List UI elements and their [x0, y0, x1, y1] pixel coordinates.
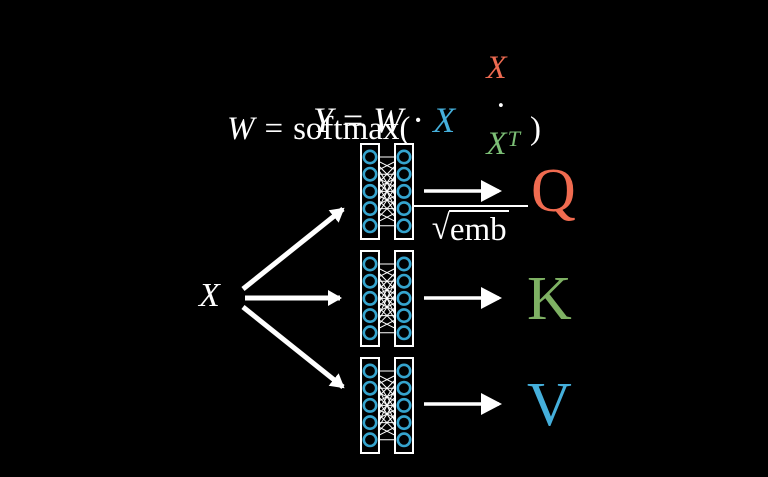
- input-fanout-arrows: [241, 207, 345, 389]
- equals-sign: =: [342, 100, 364, 140]
- formula-softmax: W = softmax ( X · XT √emb ): [0, 12, 768, 248]
- k-output-label: K: [527, 265, 572, 333]
- sqrt-radical-icon: √: [431, 208, 450, 247]
- dot-operator: ·: [495, 87, 507, 124]
- fraction: X · XT √emb: [412, 12, 529, 248]
- close-paren: ): [530, 111, 542, 148]
- equals-sign: =: [264, 111, 284, 148]
- fraction-numerator: X · XT: [412, 12, 529, 207]
- open-paren: (: [399, 111, 411, 148]
- formula-w-lhs: W: [226, 111, 255, 148]
- weight-matrix-blocks: [360, 143, 414, 454]
- output-arrows: [424, 180, 502, 415]
- formula-y-x: X: [433, 100, 456, 140]
- dot-operator: ·: [412, 100, 425, 140]
- formula-y-w: W: [373, 100, 404, 140]
- fraction-denominator: √emb: [432, 207, 509, 248]
- weight-matrix-block-k: [360, 250, 414, 347]
- transpose-superscript: T: [507, 125, 521, 151]
- input-x-label: X: [199, 277, 220, 314]
- numerator-x: X: [486, 49, 507, 86]
- input-fanout-arrow-q: [241, 207, 345, 291]
- weight-matrix-block-v: [360, 357, 414, 454]
- softmax-function-name: softmax: [293, 111, 400, 148]
- formula-y-lhs: Y: [312, 100, 333, 140]
- q-output-label: Q: [531, 157, 576, 225]
- v-output-label: V: [527, 371, 572, 439]
- formula-y: Y = W · X: [0, 99, 768, 141]
- input-fanout-arrow-v: [241, 305, 345, 389]
- numerator-x-transposed: X: [486, 125, 507, 162]
- weight-matrix-block-q: [360, 143, 414, 240]
- sqrt-radicand-emb: emb: [448, 209, 509, 248]
